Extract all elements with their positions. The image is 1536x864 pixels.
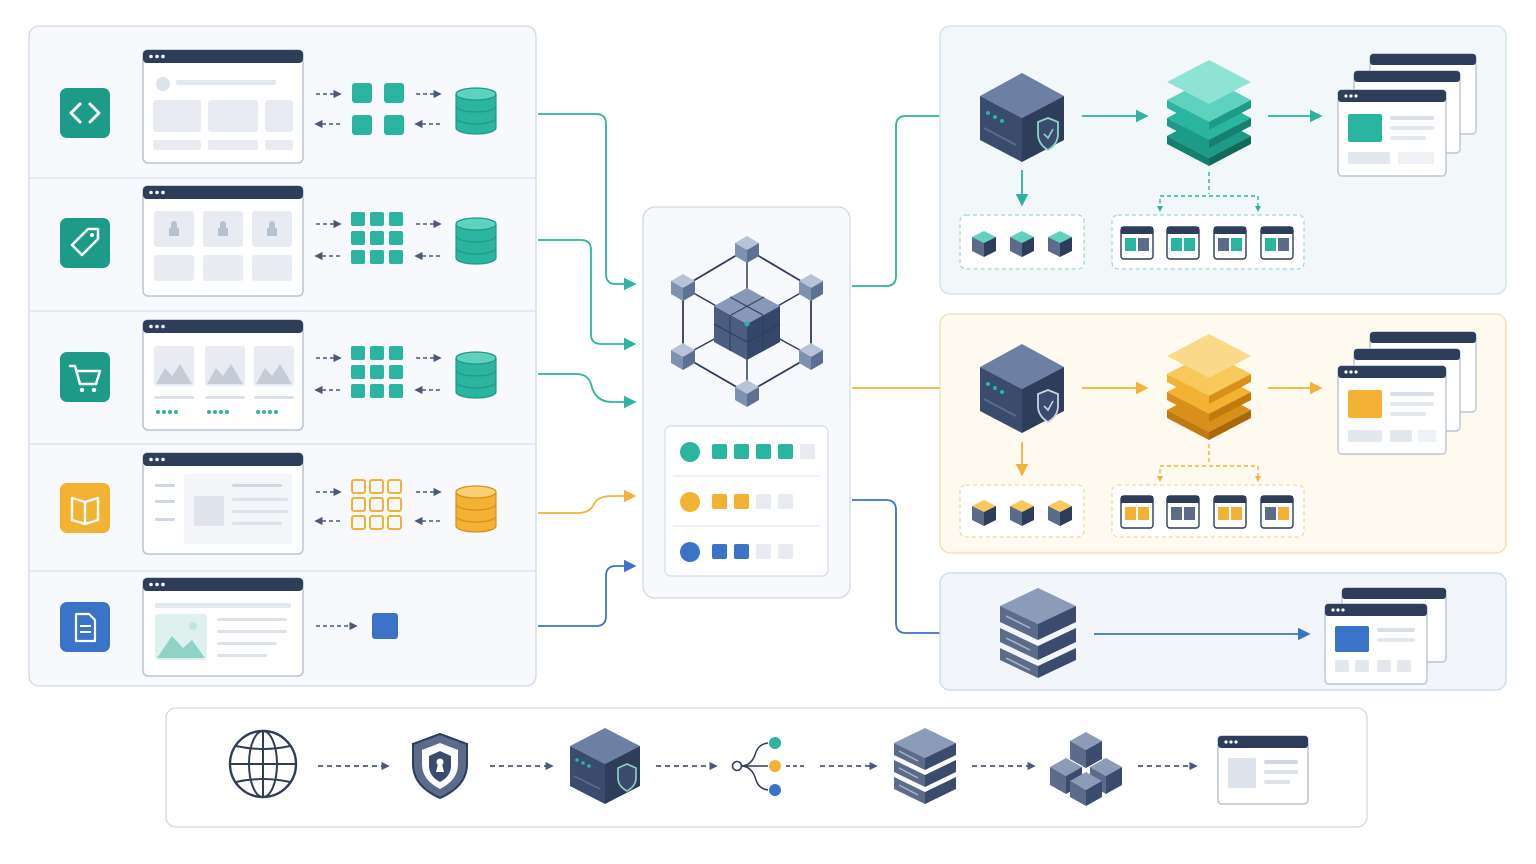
mini-window	[1166, 226, 1200, 260]
cube-icon	[1048, 231, 1072, 257]
node-cube	[799, 343, 823, 370]
sync-arrows	[314, 89, 442, 129]
database-icon	[455, 217, 497, 265]
browser-window-icon	[1217, 735, 1309, 805]
database-stack-icon	[1167, 60, 1251, 166]
database-stack-icon	[1167, 334, 1251, 440]
sync-arrows	[314, 219, 442, 261]
block-grid	[351, 479, 402, 530]
router-branch-icon	[731, 737, 804, 796]
mini-window	[1166, 495, 1200, 529]
cube-icon	[1010, 231, 1034, 257]
source-row-cart	[60, 319, 497, 431]
source-row-document	[60, 577, 398, 677]
block-grid	[351, 346, 403, 398]
tag-icon[interactable]	[60, 218, 110, 268]
node-cube	[671, 274, 695, 301]
code-icon[interactable]	[60, 88, 110, 138]
server-stack-icon	[894, 728, 956, 804]
mini-window	[1260, 226, 1294, 260]
secure-server-icon	[570, 728, 640, 804]
database-icon	[455, 87, 497, 135]
inbound-connectors	[538, 113, 637, 627]
block-grid	[352, 83, 404, 135]
cube-group	[959, 214, 1085, 270]
database-icon	[455, 351, 497, 399]
outbound-connectors	[852, 109, 979, 640]
browser-windows-icon	[1337, 53, 1477, 177]
mini-window	[1260, 495, 1294, 529]
gallery-cards-mockup	[142, 319, 304, 431]
media-post-mockup	[142, 577, 304, 677]
cube-icon	[1048, 500, 1072, 526]
block-single	[372, 613, 398, 639]
cube-icon	[1010, 500, 1034, 526]
cube-icon	[972, 500, 996, 526]
network-cube-icon	[671, 236, 823, 407]
cube-cluster-icon	[1050, 732, 1122, 806]
book-icon[interactable]	[60, 483, 110, 533]
queue-card	[664, 425, 829, 577]
browser-windows-icon	[1337, 331, 1477, 455]
globe-icon	[228, 729, 298, 799]
window-group	[1111, 484, 1305, 538]
output-panel-blue	[939, 572, 1507, 691]
cube-group	[959, 484, 1085, 538]
server-stack-icon	[1000, 588, 1076, 678]
article-mockup	[142, 452, 304, 555]
app-window-mockup	[142, 49, 304, 164]
shield-icon	[412, 732, 468, 800]
sync-arrows	[314, 487, 442, 526]
node-cube	[735, 236, 759, 263]
output-panel-amber	[939, 313, 1507, 554]
node-cube	[671, 343, 695, 370]
queue-row-blue	[680, 542, 793, 562]
cube-icon	[972, 231, 996, 257]
window-group	[1111, 214, 1305, 270]
output-panel-teal	[939, 25, 1507, 295]
queue-row-teal	[680, 442, 815, 462]
document-icon[interactable]	[60, 602, 110, 652]
secure-server-icon	[980, 73, 1064, 162]
secure-server-icon	[980, 344, 1064, 433]
source-row-tag	[60, 185, 497, 297]
source-row-code	[60, 49, 497, 164]
pipeline-panel	[165, 707, 1368, 828]
database-icon	[455, 485, 497, 533]
mini-window	[1213, 495, 1247, 529]
source-row-book	[60, 452, 497, 555]
sync-arrows	[314, 353, 442, 395]
queue-row-amber	[680, 492, 793, 512]
node-cube	[799, 274, 823, 301]
mini-window	[1120, 495, 1154, 529]
mini-window	[1213, 226, 1247, 260]
browser-windows-icon	[1324, 587, 1447, 685]
block-grid	[351, 212, 403, 264]
node-cube	[735, 380, 759, 407]
mini-window	[1120, 226, 1154, 260]
product-cards-mockup	[142, 185, 304, 297]
cart-icon[interactable]	[60, 352, 110, 402]
